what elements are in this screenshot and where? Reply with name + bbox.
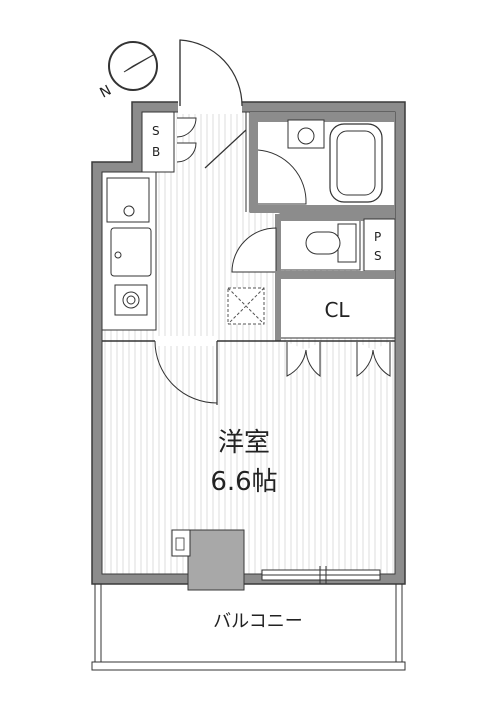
closet-label: CL	[324, 298, 350, 322]
closet: CL	[275, 271, 396, 341]
balcony-window	[261, 566, 381, 584]
balcony-label: バルコニー	[213, 611, 303, 632]
shoe-box-label-b: B	[152, 145, 160, 159]
pillar	[171, 529, 245, 591]
toilet-room	[231, 213, 395, 274]
balcony: バルコニー	[91, 584, 406, 671]
pipe-space-label-s: S	[374, 249, 382, 263]
western-room-label: 洋室	[218, 428, 270, 458]
north-arrow-icon: N	[97, 41, 158, 102]
entry-closet-doors	[176, 117, 197, 163]
entrance-door	[178, 39, 243, 114]
closet-doors	[286, 342, 391, 377]
pipe-space: P S	[363, 218, 396, 272]
shoe-box: S B	[141, 111, 175, 173]
western-room-size: 6.6帖	[210, 467, 277, 497]
room-door	[154, 336, 218, 405]
shoe-box-label-s: S	[152, 124, 160, 138]
kitchen	[101, 171, 157, 331]
pipe-space-label-p: P	[374, 230, 381, 244]
compass-label: N	[97, 82, 114, 101]
bathroom	[249, 111, 396, 213]
washing-machine-space	[227, 287, 265, 325]
